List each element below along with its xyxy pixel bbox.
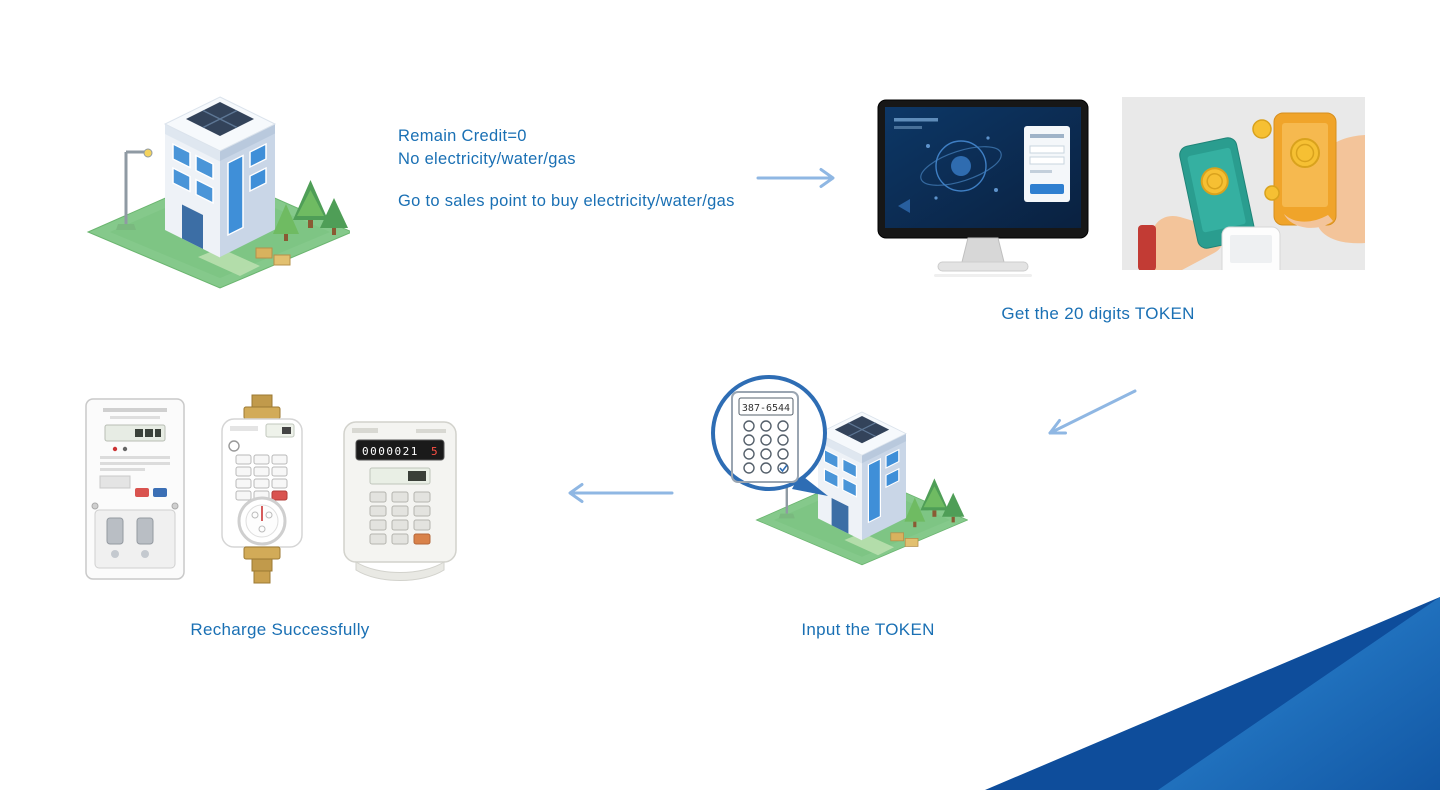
keypad-magnifier-icon: 387-6544: [711, 375, 828, 496]
token-keypad: 387-6544: [731, 391, 799, 483]
step4-caption: Recharge Successfully: [190, 620, 370, 639]
gas-meter-icon: 0000021 5: [343, 421, 457, 581]
arrow-left-icon: [568, 483, 674, 503]
arrow-down-left-icon: [1048, 389, 1137, 435]
gas-counter-digits: 0000021: [362, 445, 419, 458]
monitor-icon: [877, 99, 1089, 277]
building-illustration: [86, 95, 350, 290]
step3-caption: Input the TOKEN: [801, 620, 935, 639]
gas-counter-red-digit: 5: [431, 445, 438, 458]
login-card: [1024, 126, 1070, 202]
water-meter-icon: [221, 394, 303, 584]
step1-line3: Go to sales point to buy electricity/wat…: [398, 192, 735, 210]
electricity-meter-icon: [85, 398, 185, 580]
keypad-display: 387-6544: [742, 403, 790, 414]
corner-decoration: [985, 597, 1440, 790]
step1-line1: Remain Credit=0: [398, 127, 527, 145]
vending-software-screen: [885, 107, 1081, 228]
step1-line2: No electricity/water/gas: [398, 150, 576, 168]
step1-text-block: Remain Credit=0 No electricity/water/gas…: [398, 125, 735, 213]
arrow-right-icon: [756, 168, 835, 188]
step2-caption: Get the 20 digits TOKEN: [1001, 304, 1195, 323]
payment-hands-icon: [1122, 97, 1365, 270]
coin-icon: [1290, 138, 1320, 168]
